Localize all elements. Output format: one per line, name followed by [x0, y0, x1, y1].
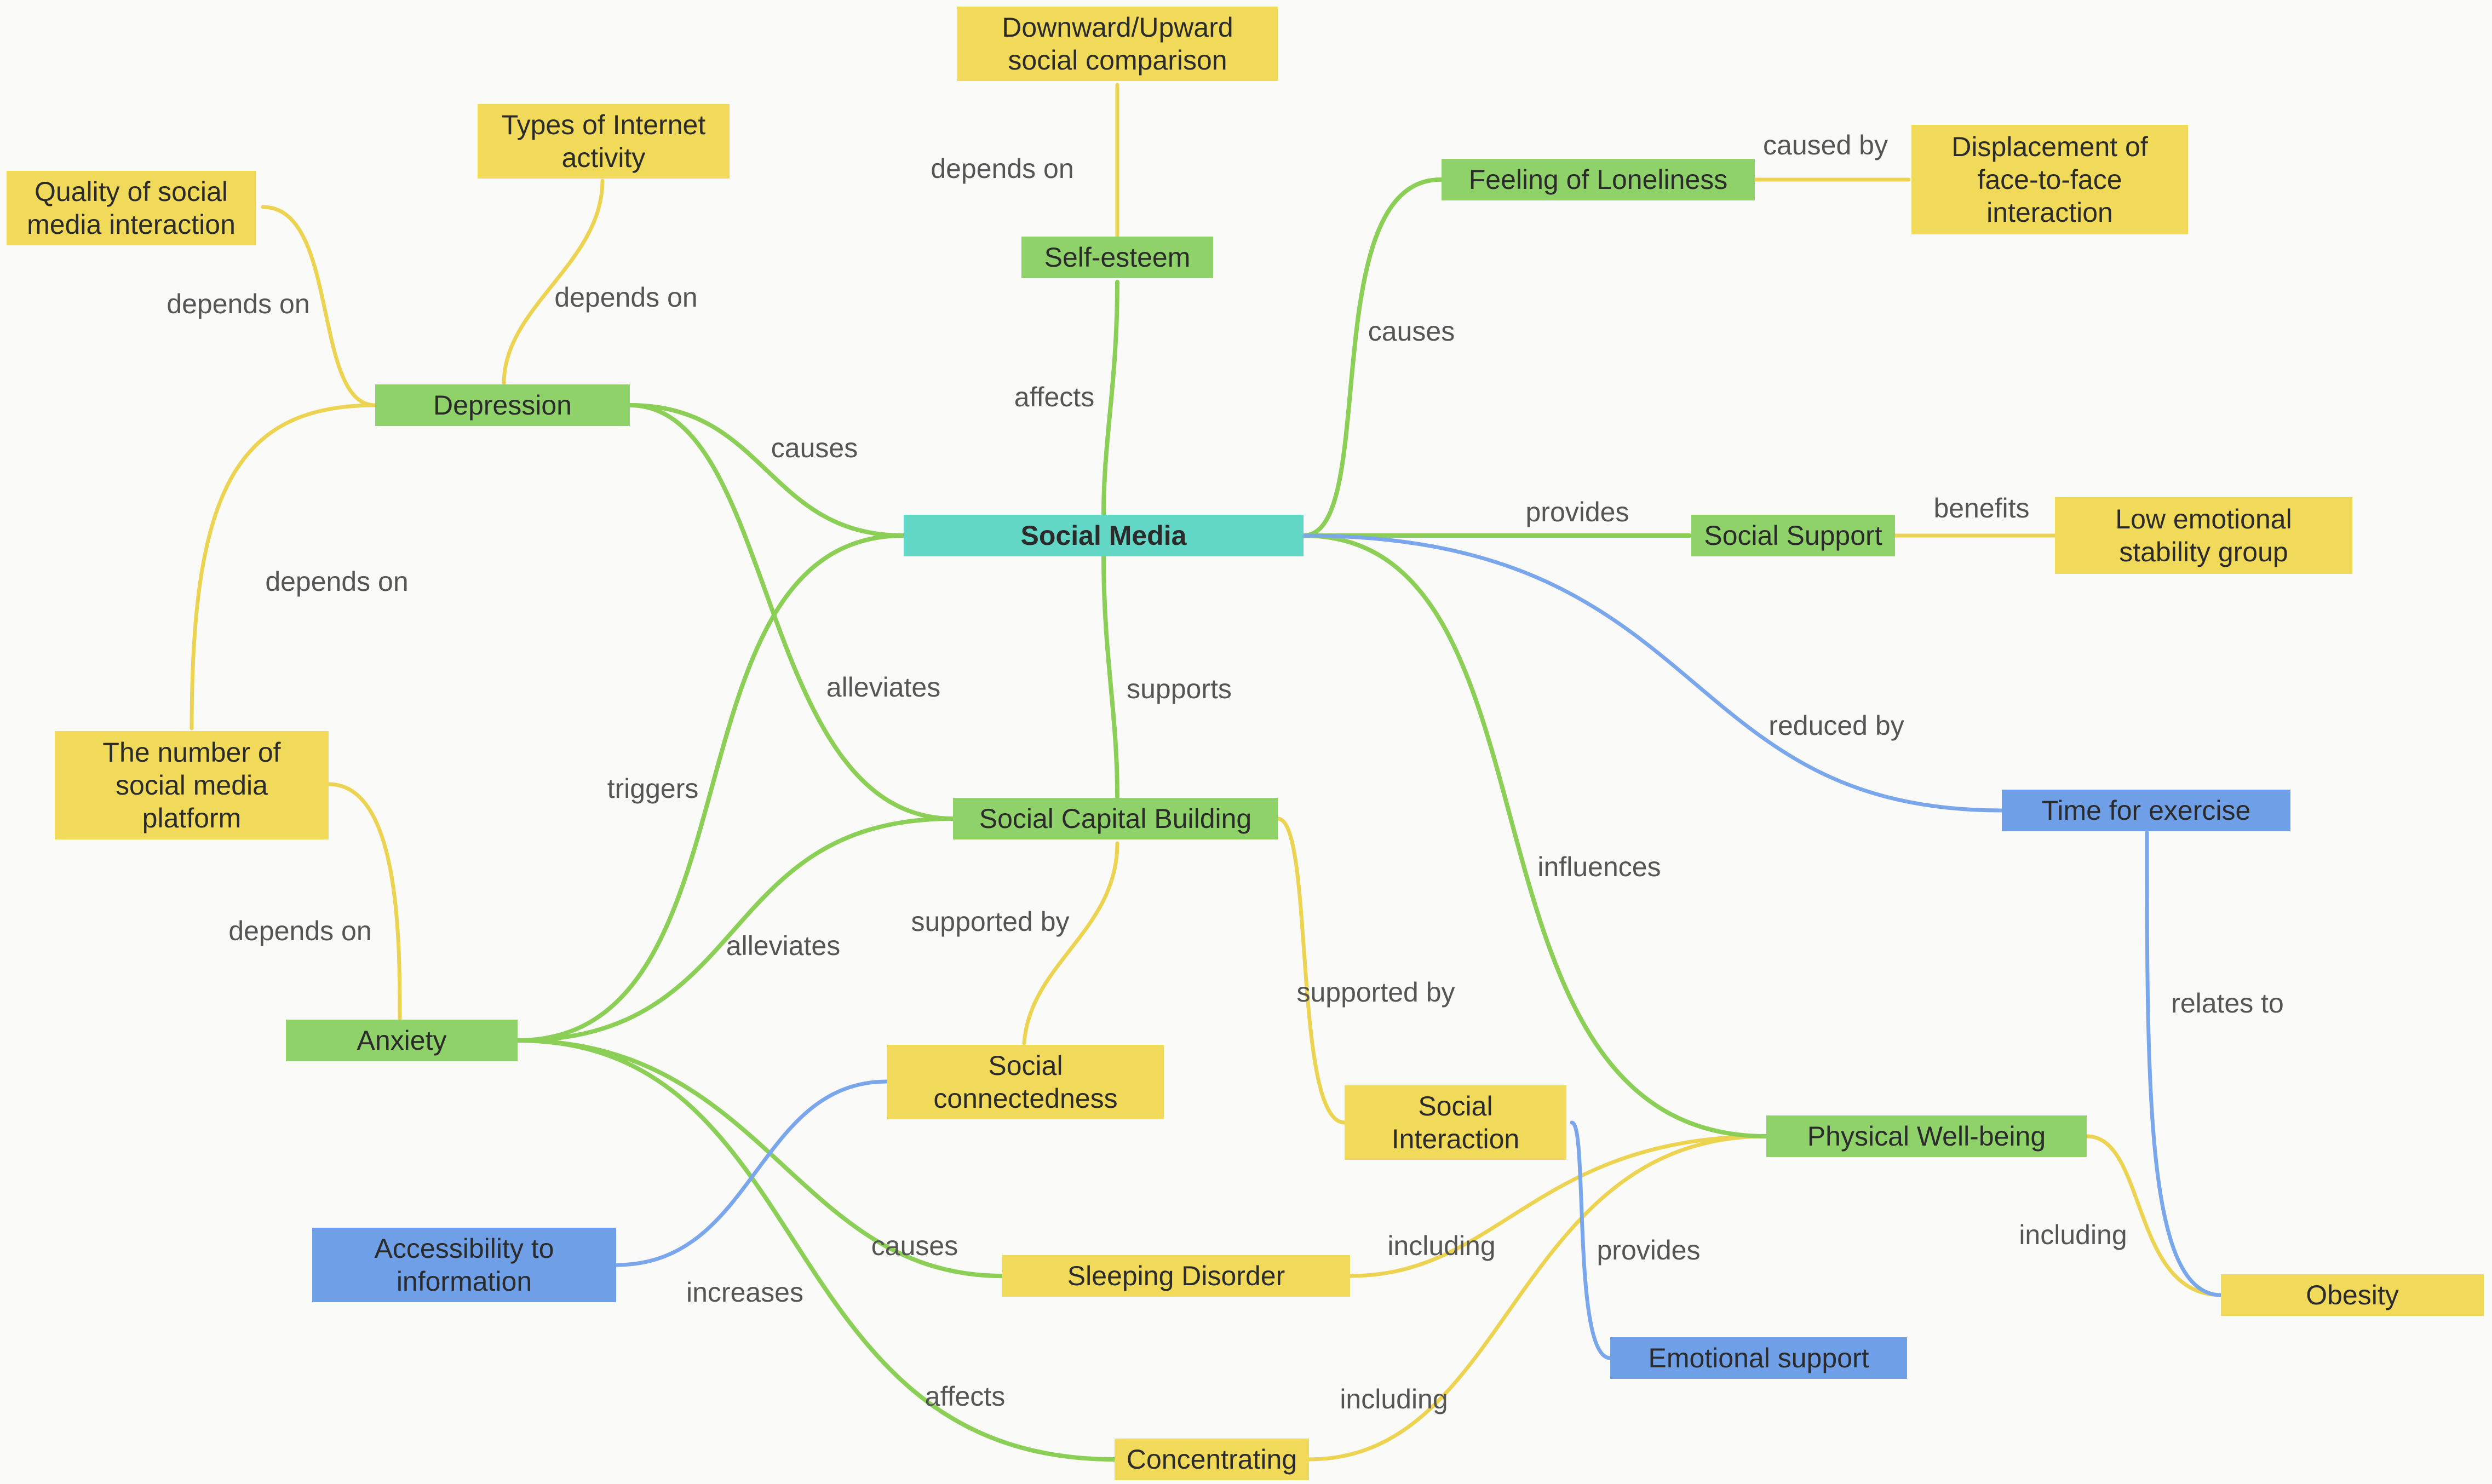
- edge-anxiety-concentrating: [515, 1038, 1117, 1462]
- node-anxiety[interactable]: Anxiety: [286, 1020, 518, 1061]
- node-displacement-of-face-to-face[interactable]: Displacement of face-to-face interaction: [1911, 125, 2188, 234]
- edge-accessibility-connectedness: [614, 1079, 889, 1267]
- edge-anxiety-sleeping: [515, 1038, 1004, 1278]
- node-concentrating[interactable]: Concentrating: [1115, 1439, 1309, 1480]
- node-sleeping-disorder[interactable]: Sleeping Disorder: [1002, 1255, 1350, 1297]
- edge-depression-socialmedia: [628, 403, 906, 538]
- edge-label-loneliness-causes: causes: [1368, 316, 1455, 347]
- node-social-comparison[interactable]: Downward/Upward social comparison: [957, 7, 1278, 81]
- edge-label-self-esteem-affects: affects: [1014, 382, 1095, 412]
- edge-physical-concentrating: [1307, 1134, 1768, 1462]
- node-depression[interactable]: Depression: [375, 384, 630, 426]
- edge-label-anxiety-depends-on: depends on: [228, 916, 372, 946]
- edge-label-provides-support: provides: [1525, 497, 1629, 527]
- node-social-support[interactable]: Social Support: [1691, 515, 1895, 556]
- blue-connectors: [614, 533, 2223, 1360]
- edge-socialmedia-exercise: [1301, 533, 2004, 813]
- edge-label-affects-concentrating: affects: [925, 1381, 1006, 1412]
- edge-depression-capital: [628, 403, 955, 821]
- node-low-emotional-stability-group[interactable]: Low emotional stability group: [2055, 497, 2352, 574]
- edge-socialmedia-capital: [1101, 554, 1119, 799]
- edge-label-concentrating-including: including: [1340, 1384, 1448, 1414]
- edge-label-anxiety-causes: causes: [871, 1230, 958, 1261]
- edge-label-capital-alleviates-anxiety: alleviates: [726, 930, 841, 961]
- edge-label-supported-by-connectedness: supported by: [911, 906, 1070, 937]
- edge-socialmedia-loneliness: [1301, 177, 1443, 538]
- edge-capital-interaction: [1276, 816, 1347, 1125]
- edge-label-loneliness-caused-by: caused by: [1763, 130, 1888, 160]
- edge-exercise-obesity: [2145, 830, 2223, 1297]
- edge-label-depression-causes: causes: [771, 433, 858, 463]
- edge-interaction-emotional: [1570, 1120, 1612, 1360]
- node-accessibility-to-information[interactable]: Accessibility to information: [312, 1228, 616, 1302]
- edge-physical-obesity: [2085, 1134, 2223, 1297]
- edge-label-sleeping-including: including: [1387, 1230, 1496, 1261]
- edge-label-influences: influences: [1537, 852, 1661, 882]
- node-social-media[interactable]: Social Media: [904, 515, 1304, 556]
- edge-platform-anxiety: [326, 782, 402, 1021]
- node-obesity[interactable]: Obesity: [2221, 1274, 2484, 1316]
- edge-capital-connectedness: [1022, 841, 1119, 1045]
- node-social-connectedness[interactable]: Social connectedness: [887, 1045, 1164, 1119]
- yellow-connectors: [190, 83, 2223, 1462]
- edge-socialmedia-physical: [1301, 533, 1768, 1138]
- edge-physical-sleeping: [1348, 1134, 1768, 1278]
- edge-label-supports: supports: [1127, 674, 1232, 704]
- edge-label-benefits: benefits: [1933, 493, 2030, 524]
- green-connectors: [515, 177, 1768, 1462]
- edge-selfesteem-socialmedia: [1101, 280, 1119, 517]
- edge-anxiety-socialmedia: [515, 533, 906, 1043]
- edge-quality-depression: [261, 205, 377, 407]
- node-quality-of-social-media-interaction[interactable]: Quality of social media interaction: [7, 171, 256, 245]
- edge-label-relates-to: relates to: [2171, 988, 2284, 1019]
- edge-label-triggers: triggers: [607, 773, 699, 804]
- edge-label-platform-depends-on: depends on: [265, 566, 409, 597]
- node-types-of-internet-activity[interactable]: Types of Internet activity: [478, 104, 730, 179]
- edge-platform-depression: [190, 403, 377, 731]
- node-number-of-social-media-platform[interactable]: The number of social media platform: [55, 731, 329, 839]
- node-emotional-support[interactable]: Emotional support: [1610, 1337, 1907, 1379]
- edge-label-reduced-by: reduced by: [1768, 710, 1904, 741]
- node-physical-well-being[interactable]: Physical Well-being: [1766, 1115, 2087, 1157]
- node-time-for-exercise[interactable]: Time for exercise: [2002, 790, 2290, 831]
- edge-label-self-esteem-depends-on: depends on: [931, 153, 1074, 184]
- node-social-interaction[interactable]: Social Interaction: [1345, 1085, 1566, 1160]
- edge-types-depression: [502, 179, 605, 386]
- edge-label-increases: increases: [686, 1277, 803, 1308]
- edge-label-capital-alleviates-depression: alleviates: [826, 672, 941, 703]
- edge-label-supported-by-interaction: supported by: [1296, 977, 1455, 1008]
- node-social-capital-building[interactable]: Social Capital Building: [953, 798, 1278, 839]
- edge-label-quality-depends-on: depends on: [166, 289, 310, 319]
- edge-label-obesity-including: including: [2019, 1220, 2127, 1250]
- node-feeling-of-loneliness[interactable]: Feeling of Loneliness: [1442, 159, 1755, 200]
- edge-anxiety-capital: [515, 816, 955, 1043]
- node-self-esteem[interactable]: Self-esteem: [1021, 237, 1213, 278]
- edge-label-interaction-provides: provides: [1597, 1235, 1701, 1266]
- edge-label-types-depends-on: depends on: [554, 282, 698, 313]
